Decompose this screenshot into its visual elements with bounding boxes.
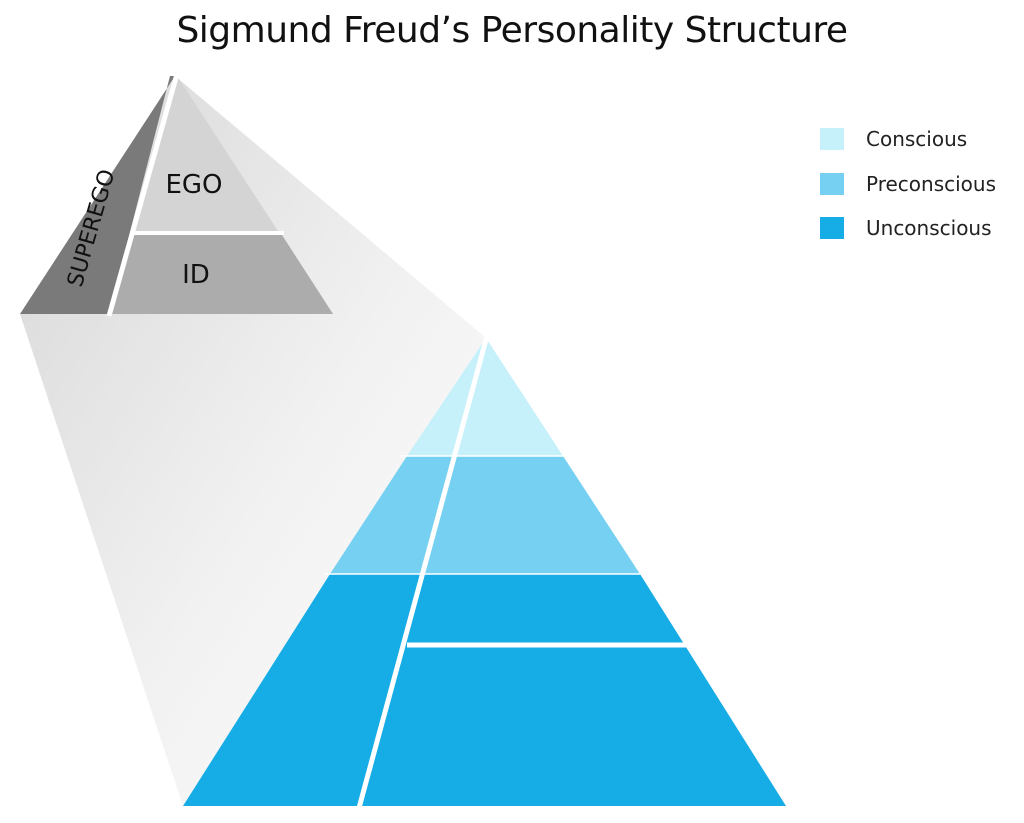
id-segment xyxy=(111,235,333,314)
ego-label: EGO xyxy=(165,170,222,200)
structural-pyramid: SUPEREGO EGO ID xyxy=(20,73,333,317)
legend-item-unconscious: Unconscious xyxy=(820,216,1020,240)
unconscious-level xyxy=(183,574,786,806)
conscious-level xyxy=(407,338,563,456)
id-label: ID xyxy=(182,260,210,290)
page-title: Sigmund Freud’s Personality Structure xyxy=(176,10,848,51)
preconscious-level xyxy=(330,456,640,574)
legend-swatch-unconscious xyxy=(820,217,844,239)
legend-label: Unconscious xyxy=(866,216,992,240)
legend-label: Conscious xyxy=(866,127,968,151)
vertical-divider xyxy=(356,335,490,809)
legend: Conscious Preconscious Unconscious xyxy=(820,127,1020,262)
legend-label: Preconscious xyxy=(866,171,997,196)
legend-swatch-conscious xyxy=(820,128,844,150)
legend-item-preconscious: Preconscious xyxy=(820,171,1020,196)
legend-item-conscious: Conscious xyxy=(820,127,1020,151)
legend-swatch-preconscious xyxy=(820,172,844,195)
levels-pyramid xyxy=(183,335,786,809)
superego-separator xyxy=(106,73,180,317)
ego-segment xyxy=(133,76,278,231)
superego-segment xyxy=(20,76,175,314)
